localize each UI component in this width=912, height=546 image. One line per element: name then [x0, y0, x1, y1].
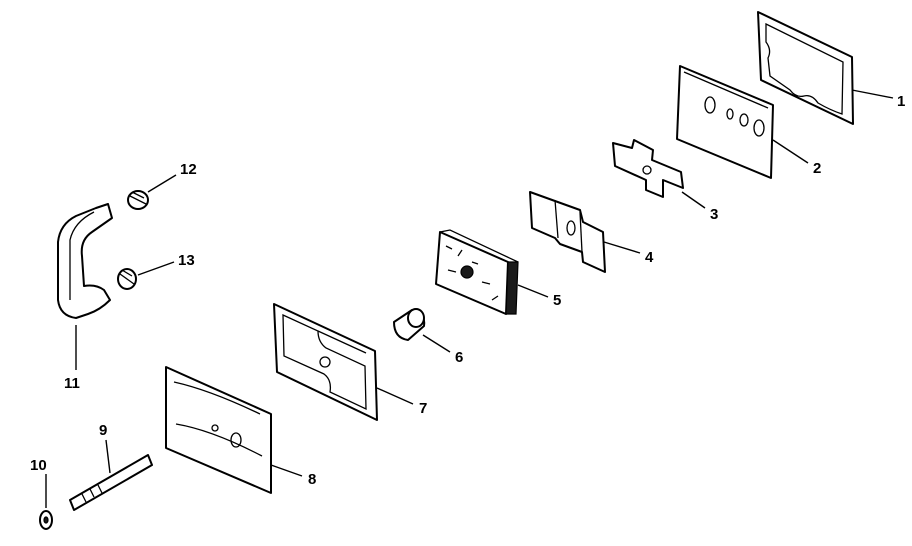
callout-9: 9: [99, 422, 107, 439]
part-13-clamp: [117, 268, 137, 290]
callout-13: 13: [178, 252, 195, 269]
callout-1: 1: [897, 93, 905, 110]
part-3-cross-gasket: [612, 139, 684, 198]
leader-8: [270, 464, 303, 477]
callout-10: 10: [30, 457, 47, 474]
part-9-stud: [69, 454, 153, 511]
part-7-gasket: [273, 303, 378, 421]
callout-11: 11: [64, 375, 80, 392]
part-8-cover-plate: [165, 366, 272, 494]
leader-13: [137, 261, 175, 276]
callout-5: 5: [553, 292, 561, 309]
callout-8: 8: [308, 471, 316, 488]
callout-7: 7: [419, 400, 427, 417]
leader-12: [147, 174, 177, 193]
leader-5: [517, 284, 549, 298]
part-10-nut: [39, 510, 53, 530]
leader-7: [376, 387, 414, 405]
part-1-gasket: [757, 11, 854, 125]
part-5-block: [435, 229, 519, 315]
leader-6: [422, 334, 451, 353]
callout-6: 6: [455, 349, 463, 366]
part-12-clamp: [127, 190, 149, 210]
leader-3: [681, 191, 706, 209]
callout-2: 2: [813, 160, 821, 177]
callout-12: 12: [180, 161, 197, 178]
callout-labels: 1 2 3 4 5 6 7 8 9 10 11 12 13: [30, 93, 905, 488]
part-4-bracket: [529, 191, 606, 273]
callout-3: 3: [710, 206, 718, 223]
leader-9: [105, 439, 111, 474]
leader-2: [772, 139, 809, 164]
part-6-cylinder: [393, 308, 426, 341]
part-11-hose: [57, 203, 113, 319]
callout-4: 4: [645, 249, 654, 266]
leader-1: [851, 89, 894, 99]
leader-lines: [45, 89, 894, 508]
part-2-plate: [676, 65, 774, 179]
leader-4: [603, 241, 641, 254]
